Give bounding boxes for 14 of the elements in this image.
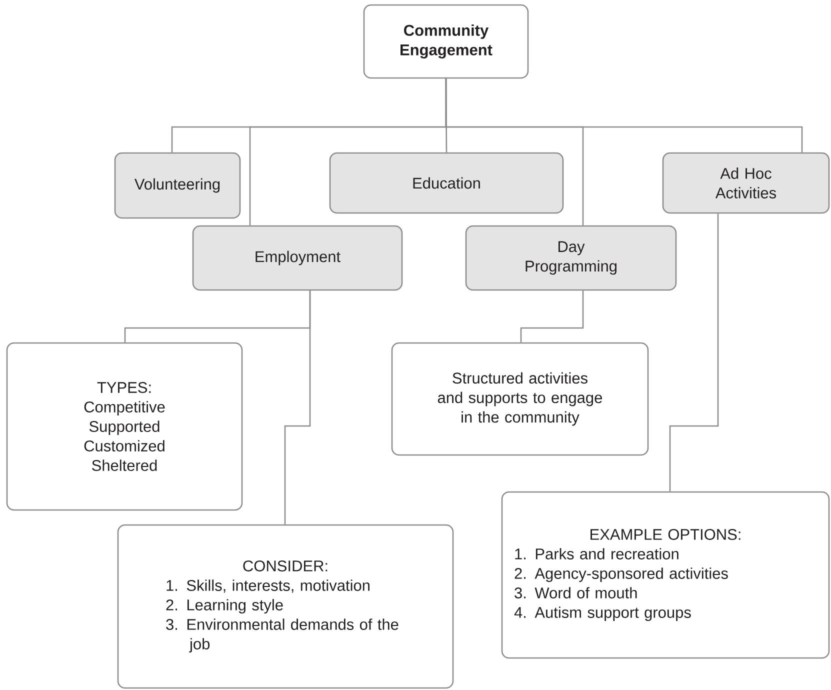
list-box: EXAMPLE OPTIONS: 1. Parks and recreation 2. Agency-sponsored activities 3. Word of mouth 4. Autism support groups <box>501 491 830 659</box>
connector-line <box>669 214 719 492</box>
category-box: Employment <box>192 225 403 291</box>
title-box: Community Engagement <box>363 4 529 79</box>
info-box: TYPES: Competitive Supported Customized Sheltered <box>6 342 243 511</box>
category-box: Day Programming <box>465 225 677 291</box>
connector-line <box>445 78 803 152</box>
category-box: Ad Hoc Activities <box>662 152 830 214</box>
category-box: Education <box>329 152 564 214</box>
category-box: Volunteering <box>114 152 241 219</box>
connector-line <box>520 290 584 342</box>
list-box: CONSIDER: 1. Skills, interests, motivation 2. Learning style 3. Environmental demands of the job <box>117 524 454 689</box>
info-box: Structured activities and supports to engage in the community <box>391 342 649 456</box>
connector-line <box>284 290 311 524</box>
